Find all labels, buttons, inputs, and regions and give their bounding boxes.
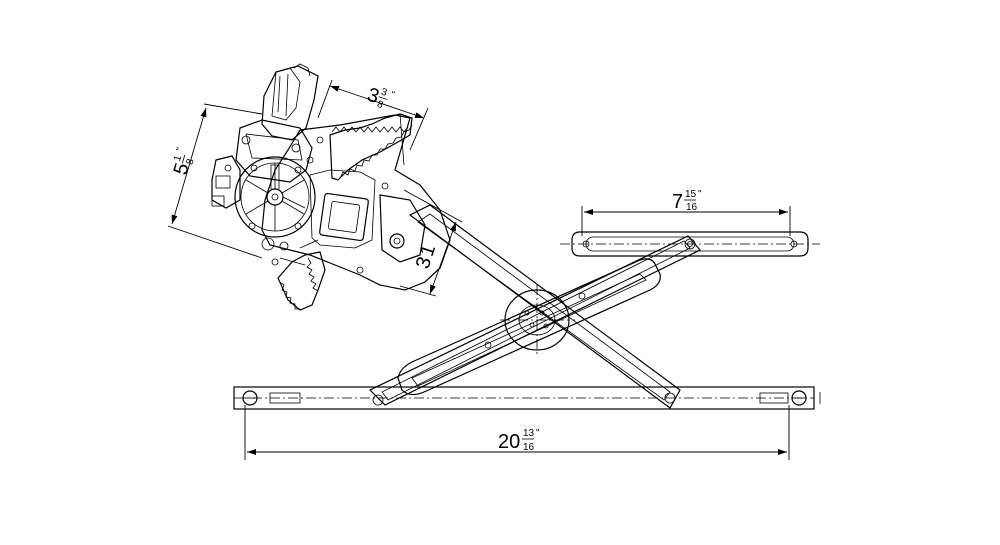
scissor-arm-secondary xyxy=(368,235,701,406)
upper-rail-unit: " xyxy=(698,189,702,200)
pivot-hub xyxy=(484,285,586,355)
motor-height-unit: " xyxy=(175,146,187,153)
scissor-slot-arm xyxy=(397,258,661,396)
motor-height-den: 8 xyxy=(185,157,197,166)
overall-length-num: 13 xyxy=(523,428,535,439)
upper-rail-num: 15 xyxy=(685,189,697,200)
overall-length-den: 16 xyxy=(523,442,535,453)
gear-sector-lower xyxy=(277,251,326,311)
overall-length-unit: " xyxy=(536,428,540,439)
scissor-arm-main xyxy=(408,204,681,409)
upper-rail-whole: 7 xyxy=(672,191,683,213)
overall-length-whole: 20 xyxy=(498,431,520,453)
upper-rail xyxy=(560,231,820,257)
upper-rail-den: 16 xyxy=(686,202,698,213)
motor-height-num: 1 xyxy=(172,154,184,163)
gear-sector-upper xyxy=(329,113,413,181)
sector-width-num: 3 xyxy=(380,87,389,99)
dimension-overall-length: 20 13 16 " xyxy=(244,405,790,460)
dimension-sector-width: 3 3 8 " xyxy=(317,79,429,151)
backplate xyxy=(261,114,451,291)
sector-width-unit: " xyxy=(389,90,396,102)
dimension-motor-height: 5 1 8 " xyxy=(167,103,263,259)
drive-drum xyxy=(234,156,316,251)
motor xyxy=(211,63,319,209)
dimension-upper-rail: 7 15 16 " xyxy=(581,189,791,236)
lower-rail xyxy=(233,386,821,410)
sector-width-den: 8 xyxy=(376,99,385,111)
